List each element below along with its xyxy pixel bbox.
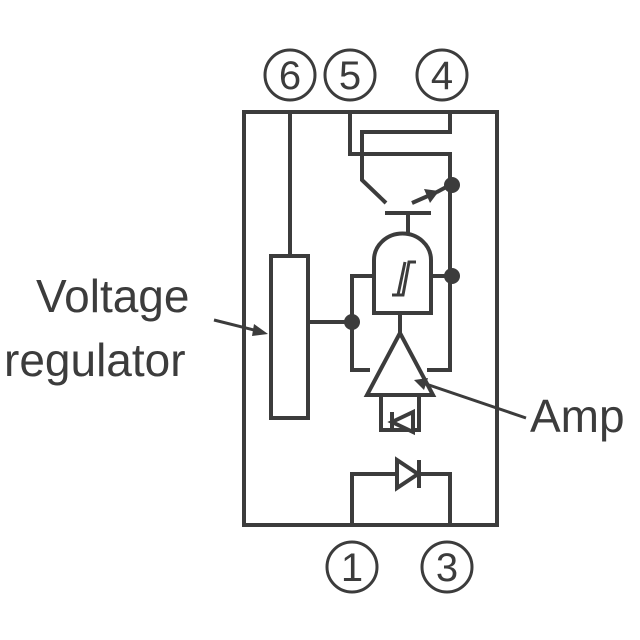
led-symbol	[395, 456, 422, 492]
gate-junction-dot	[444, 268, 460, 284]
voltage-regulator-label-line1: Voltage	[36, 270, 189, 322]
amp-triangle	[363, 328, 437, 397]
package-outline	[242, 110, 499, 527]
photodiode-symbol	[387, 408, 415, 436]
hysteresis-symbol	[392, 260, 416, 297]
pin6-number: 6	[279, 54, 301, 98]
pin1-marker: 1	[325, 540, 379, 594]
schmitt-gate	[372, 231, 433, 315]
voltage-regulator-leader-arrow	[252, 324, 268, 336]
pin3-marker: 3	[420, 540, 474, 594]
amp-leader	[419, 380, 527, 420]
pin4-number: 4	[431, 54, 453, 98]
voltage-regulator-label-line2: regulator	[4, 334, 186, 386]
pin5-marker: 5	[323, 48, 377, 102]
photodiode-wire	[379, 395, 421, 432]
pin6-marker: 6	[263, 48, 317, 102]
right-rail-wire	[427, 185, 452, 372]
voltage-regulator-block	[269, 254, 310, 420]
pin5-number: 5	[339, 54, 361, 98]
pin4-lead	[360, 112, 452, 185]
pin5-lead	[348, 112, 388, 205]
pin1-number: 1	[341, 546, 363, 590]
amp-leader-arrow	[414, 378, 428, 390]
pin3-number: 3	[436, 546, 458, 590]
left-rail-wire	[350, 274, 374, 372]
emitter-arrow	[424, 189, 439, 203]
pin4-marker: 4	[415, 48, 469, 102]
amp-label: Amp	[530, 390, 625, 442]
